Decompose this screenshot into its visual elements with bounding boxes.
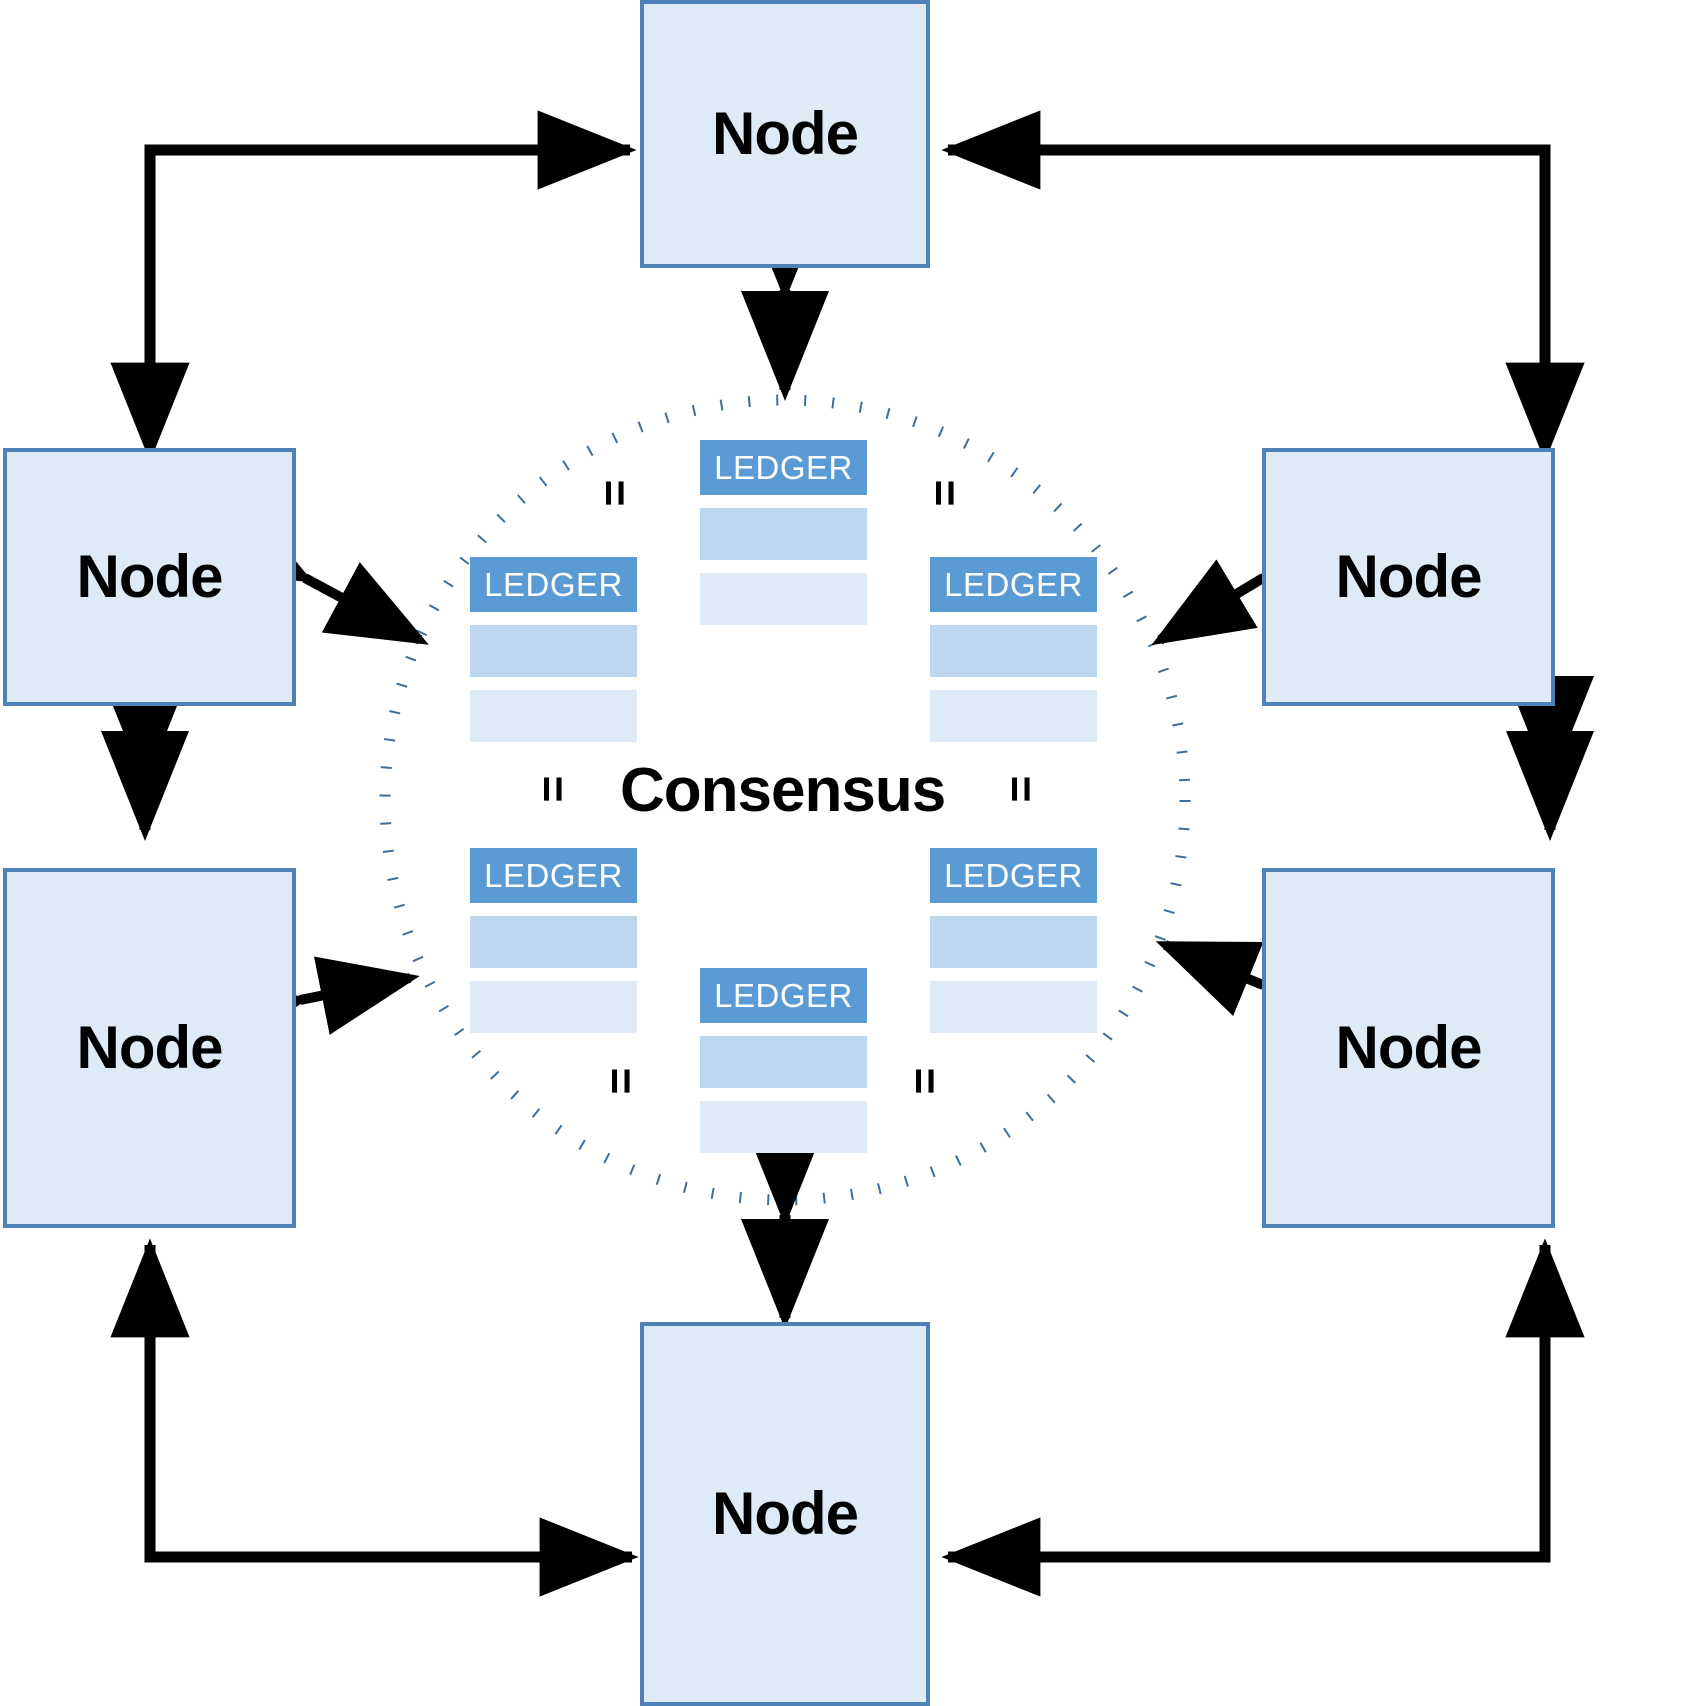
- ledger-bottom-row-2: [700, 1101, 867, 1153]
- node-top[interactable]: Node: [640, 0, 930, 268]
- ledger-upper-left-row-2: [470, 690, 637, 742]
- ledger-top-row-1: [700, 508, 867, 560]
- consensus-label: Consensus: [620, 756, 946, 825]
- ledger-lower-right[interactable]: LEDGER: [930, 848, 1097, 1033]
- ledger-lower-left[interactable]: LEDGER: [470, 848, 637, 1033]
- node-left-lower[interactable]: Node: [3, 868, 296, 1228]
- node-bottom-label: Node: [712, 1480, 859, 1547]
- node-right-upper-label: Node: [1335, 543, 1483, 610]
- ledger-upper-right-row-1: [930, 625, 1097, 677]
- equals-upper-left-icon: =: [589, 479, 642, 507]
- ledger-lower-left-row-2: [470, 981, 637, 1033]
- ledger-bottom[interactable]: LEDGER: [700, 968, 867, 1153]
- ledger-upper-left-header: LEDGER: [470, 557, 637, 612]
- connector-left-lower-to-circle: [203, 956, 420, 1057]
- node-bottom[interactable]: Node: [640, 1322, 930, 1706]
- node-left-upper[interactable]: Node: [3, 448, 296, 706]
- connector-right-upper-to-circle: [1151, 497, 1361, 646]
- ledger-upper-right-header: LEDGER: [930, 557, 1097, 612]
- ledger-upper-left[interactable]: LEDGER: [470, 557, 637, 742]
- ledger-upper-right-row-2: [930, 690, 1097, 742]
- ledger-bottom-row-1: [700, 1036, 867, 1088]
- equals-mid-left-icon: =: [527, 775, 580, 803]
- ledger-bottom-header: LEDGER: [700, 968, 867, 1023]
- connector-right-lower-to-bottom: [941, 1238, 1585, 1597]
- ledger-top-row-2: [700, 573, 867, 625]
- ledger-lower-right-header: LEDGER: [930, 848, 1097, 903]
- node-right-lower-label: Node: [1335, 1014, 1483, 1081]
- node-left-upper-label: Node: [76, 543, 224, 610]
- node-top-label: Node: [712, 100, 859, 167]
- ledger-lower-right-row-2: [930, 981, 1097, 1033]
- equals-lower-right-icon: =: [899, 1067, 952, 1095]
- connector-right-lower-to-circle: [1155, 940, 1362, 1057]
- equals-mid-right-icon: =: [995, 775, 1048, 803]
- connector-left-upper-to-circle: [206, 500, 429, 645]
- connector-left-lower-to-bottom: [110, 1238, 639, 1597]
- ledger-upper-left-row-1: [470, 625, 637, 677]
- node-right-upper[interactable]: Node: [1262, 448, 1555, 706]
- ledger-lower-left-header: LEDGER: [470, 848, 637, 903]
- equals-upper-right-icon: =: [919, 479, 972, 507]
- ledger-top[interactable]: LEDGER: [700, 440, 867, 625]
- consensus-circle: [379, 394, 1191, 1206]
- node-right-lower[interactable]: Node: [1262, 868, 1555, 1228]
- node-left-lower-label: Node: [76, 1014, 224, 1081]
- ledger-lower-left-row-1: [470, 916, 637, 968]
- connector-left-upper-to-top: [110, 110, 637, 462]
- ledger-upper-right[interactable]: LEDGER: [930, 557, 1097, 742]
- equals-lower-left-icon: =: [595, 1067, 648, 1095]
- ledger-top-header: LEDGER: [700, 440, 867, 495]
- ledger-lower-right-row-1: [930, 916, 1097, 968]
- connector-right-upper-to-top: [941, 110, 1585, 462]
